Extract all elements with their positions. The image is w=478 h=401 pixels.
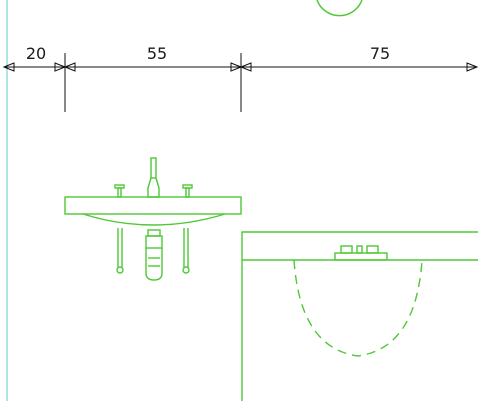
dimension-label-left: 20 <box>26 44 46 63</box>
side-faucet-block-2 <box>356 245 363 254</box>
left-supply-pipe <box>117 228 123 268</box>
sink-counter-top <box>64 196 242 215</box>
callout-circle <box>316 0 363 17</box>
dimension-lines <box>4 53 477 112</box>
right-supply-pipe <box>183 228 189 268</box>
sink-front-view <box>64 157 242 281</box>
dimension-label-right: 75 <box>370 44 390 63</box>
right-handle-stem <box>185 187 190 198</box>
drain-collar <box>145 235 163 249</box>
sink-side-view <box>241 231 478 401</box>
dimension-arrows <box>2 62 478 72</box>
cabinet-outline <box>241 231 478 401</box>
side-faucet-block-3 <box>366 245 379 254</box>
sink-bowl <box>82 213 226 226</box>
side-faucet-block-1 <box>340 245 353 254</box>
drain-trap <box>145 248 163 281</box>
hidden-bowl-outline <box>293 259 423 357</box>
dimension-label-middle: 55 <box>147 44 167 63</box>
faucet-spout <box>150 157 157 179</box>
drain-neck <box>147 229 161 237</box>
side-faucet-base <box>334 252 388 261</box>
left-handle-stem <box>117 187 122 198</box>
faucet-body <box>147 177 160 198</box>
